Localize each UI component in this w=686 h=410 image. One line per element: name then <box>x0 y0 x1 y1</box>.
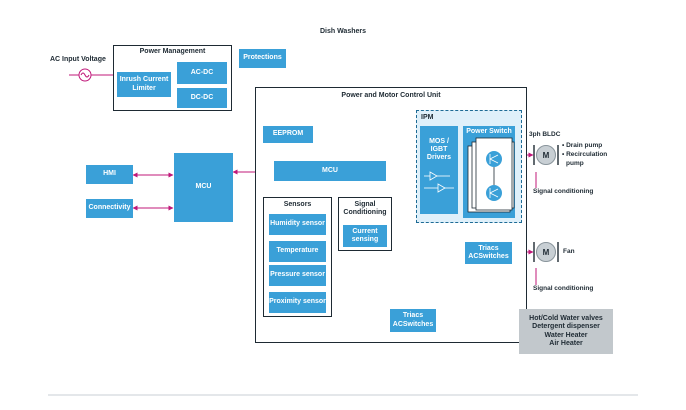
motor-3ph-icon: M <box>536 145 556 165</box>
fan-signal-label: Signal conditioning <box>533 285 594 292</box>
connectivity-block: Connectivity <box>86 199 133 218</box>
main-mcu-block: MCU <box>174 153 233 222</box>
motor-3ph-title: 3ph BLDC <box>529 131 561 138</box>
motor-signal-label: Signal conditioning <box>533 188 594 195</box>
pmcu-mcu-block: MCU <box>274 161 386 181</box>
temperature-sensor: Temperature <box>269 241 326 262</box>
signal-conditioning-title: Signal Conditioning <box>343 201 387 217</box>
triacs-loads-block: Triacs ACSwitches <box>390 309 436 332</box>
recirculation-label: • Recirculation <box>562 151 608 158</box>
current-sensing-block: Current sensing <box>343 225 387 247</box>
load-air-heater: Air Heater <box>549 339 583 347</box>
ac-input-label: AC Input Voltage <box>50 56 106 63</box>
load-detergent: Detergent dispenser <box>532 323 600 331</box>
loads-box: Hot/Cold Water valves Detergent dispense… <box>519 309 613 354</box>
mos-igbt-drivers-block: MOS / IGBT Drivers <box>420 126 458 214</box>
sensors-title: Sensors <box>283 201 312 208</box>
drivers-label: MOS / IGBT Drivers <box>426 138 452 162</box>
proximity-sensor: Proximity sensor <box>269 292 326 313</box>
pressure-sensor: Pressure sensor <box>269 265 326 286</box>
eeprom-block: EEPROM <box>263 126 313 143</box>
pmcu-title: Power and Motor Control Unit <box>341 92 441 99</box>
ipm-title: IPM <box>421 114 434 121</box>
load-water-heater: Water Heater <box>544 331 588 339</box>
fan-label: Fan <box>563 248 575 255</box>
diagram-title: Dish Washers <box>319 28 367 35</box>
power-switch-label: Power Switch <box>466 128 512 135</box>
hmi-block: HMI <box>86 165 133 184</box>
dc-dc-block: DC-DC <box>177 88 227 108</box>
inrush-current-limiter: Inrush Current Limiter <box>117 72 171 97</box>
fan-motor-icon: M <box>536 242 556 262</box>
protections-block: Protections <box>239 49 286 68</box>
load-water-valves: Hot/Cold Water valves <box>529 314 603 322</box>
recirculation-pump-label: pump <box>566 160 584 167</box>
power-management-title: Power Management <box>139 48 206 55</box>
drain-pump-label: • Drain pump <box>562 142 603 149</box>
power-switch-block: Power Switch <box>463 126 515 218</box>
triacs-fan-block: Triacs ACSwitches <box>465 242 512 264</box>
humidity-sensor: Humidity sensor <box>269 214 326 235</box>
ac-dc-block: AC-DC <box>177 62 227 84</box>
